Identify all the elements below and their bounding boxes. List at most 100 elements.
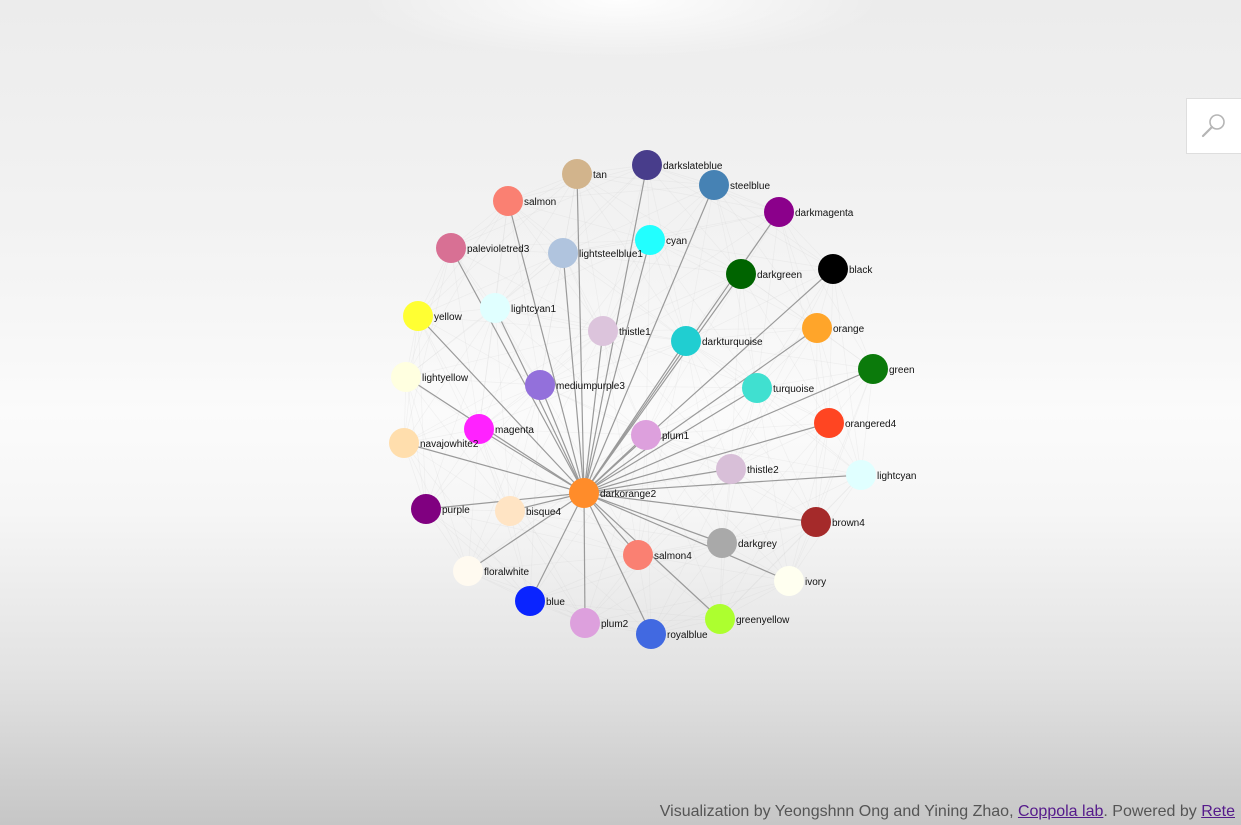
node-circle[interactable]	[588, 316, 618, 346]
background-edge	[417, 315, 604, 332]
node-circle[interactable]	[391, 362, 421, 392]
background-edge	[478, 428, 586, 624]
node-black[interactable]: black	[818, 254, 873, 284]
edge-green	[583, 368, 874, 494]
node-circle[interactable]	[389, 428, 419, 458]
background-edge	[584, 468, 732, 624]
node-greenyellow[interactable]: greenyellow	[705, 604, 790, 634]
node-floralwhite[interactable]: floralwhite	[453, 556, 529, 586]
node-label: darkorange2	[600, 489, 657, 500]
node-salmon[interactable]: salmon	[493, 186, 556, 216]
node-yellow[interactable]: yellow	[403, 301, 463, 331]
node-circle[interactable]	[846, 460, 876, 490]
node-cyan[interactable]: cyan	[635, 225, 687, 255]
node-circle[interactable]	[635, 225, 665, 255]
rete-link[interactable]: Rete	[1201, 803, 1235, 820]
node-circle[interactable]	[570, 608, 600, 638]
search-button[interactable]	[1186, 98, 1241, 154]
background-edge	[403, 442, 511, 512]
node-circle[interactable]	[742, 373, 772, 403]
node-circle[interactable]	[436, 233, 466, 263]
node-mediumpurple3[interactable]: mediumpurple3	[525, 370, 625, 400]
background-edge	[637, 434, 647, 556]
node-plum1[interactable]: plum1	[631, 420, 690, 450]
node-turquoise[interactable]: turquoise	[742, 373, 815, 403]
node-thistle1[interactable]: thistle1	[588, 316, 651, 346]
node-circle[interactable]	[858, 354, 888, 384]
node-circle[interactable]	[480, 293, 510, 323]
node-circle[interactable]	[623, 540, 653, 570]
node-orangered4[interactable]: orangered4	[814, 408, 897, 438]
background-edge	[713, 184, 818, 329]
node-navajowhite2[interactable]: navajowhite2	[389, 428, 479, 458]
node-darkslateblue[interactable]: darkslateblue	[632, 150, 723, 180]
node-circle[interactable]	[515, 586, 545, 616]
node-circle[interactable]	[814, 408, 844, 438]
node-label: cyan	[666, 236, 687, 247]
node-ivory[interactable]: ivory	[774, 566, 826, 596]
coppola-lab-link[interactable]: Coppola lab	[1017, 803, 1104, 820]
node-lightsteelblue1[interactable]: lightsteelblue1	[548, 238, 643, 268]
node-circle[interactable]	[403, 301, 433, 331]
background-edge	[637, 554, 790, 582]
node-steelblue[interactable]: steelblue	[699, 170, 770, 200]
node-circle[interactable]	[631, 420, 661, 450]
node-thistle2[interactable]: thistle2	[716, 454, 779, 484]
node-circle[interactable]	[411, 494, 441, 524]
node-circle[interactable]	[699, 170, 729, 200]
node-purple[interactable]: purple	[411, 494, 470, 524]
node-circle[interactable]	[632, 150, 662, 180]
node-darkgreen[interactable]: darkgreen	[726, 259, 802, 289]
node-brown4[interactable]: brown4	[801, 507, 865, 537]
node-circle[interactable]	[774, 566, 804, 596]
background-edge	[649, 239, 687, 342]
node-circle[interactable]	[818, 254, 848, 284]
node-salmon4[interactable]: salmon4	[623, 540, 692, 570]
node-lightcyan[interactable]: lightcyan	[846, 460, 916, 490]
node-orange[interactable]: orange	[802, 313, 865, 343]
node-blue[interactable]: blue	[515, 586, 565, 616]
node-circle[interactable]	[802, 313, 832, 343]
node-circle[interactable]	[801, 507, 831, 537]
node-circle[interactable]	[548, 238, 578, 268]
node-darkgrey[interactable]: darkgrey	[707, 528, 777, 558]
background-edge	[509, 510, 639, 556]
background-edge	[685, 340, 817, 523]
node-green[interactable]: green	[858, 354, 915, 384]
background-edge	[645, 434, 652, 635]
node-circle[interactable]	[525, 370, 555, 400]
node-circle[interactable]	[569, 478, 599, 508]
node-circle[interactable]	[705, 604, 735, 634]
background-edge	[539, 384, 758, 389]
node-royalblue[interactable]: royalblue	[636, 619, 708, 649]
node-circle[interactable]	[707, 528, 737, 558]
node-darkmagenta[interactable]: darkmagenta	[764, 197, 854, 227]
background-edge	[539, 340, 687, 386]
node-circle[interactable]	[726, 259, 756, 289]
background-edge	[602, 330, 732, 470]
node-lightcyan1[interactable]: lightcyan1	[480, 293, 556, 323]
background-edge	[576, 173, 604, 332]
node-circle[interactable]	[764, 197, 794, 227]
node-circle[interactable]	[493, 186, 523, 216]
node-circle[interactable]	[495, 496, 525, 526]
node-circle[interactable]	[562, 159, 592, 189]
node-circle[interactable]	[636, 619, 666, 649]
node-bisque4[interactable]: bisque4	[495, 496, 561, 526]
node-magenta[interactable]: magenta	[464, 414, 534, 444]
node-palevioletred3[interactable]: palevioletred3	[436, 233, 530, 263]
node-label: royalblue	[667, 630, 708, 641]
node-tan[interactable]: tan	[562, 159, 607, 189]
node-circle[interactable]	[464, 414, 494, 444]
node-lightyellow[interactable]: lightyellow	[391, 362, 469, 392]
node-darkorange2[interactable]: darkorange2	[569, 478, 657, 508]
node-darkturquoise[interactable]: darkturquoise	[671, 326, 763, 356]
node-circle[interactable]	[716, 454, 746, 484]
node-circle[interactable]	[453, 556, 483, 586]
node-plum2[interactable]: plum2	[570, 608, 629, 638]
node-circle[interactable]	[671, 326, 701, 356]
background-edge	[507, 200, 651, 241]
background-edge	[756, 368, 874, 389]
